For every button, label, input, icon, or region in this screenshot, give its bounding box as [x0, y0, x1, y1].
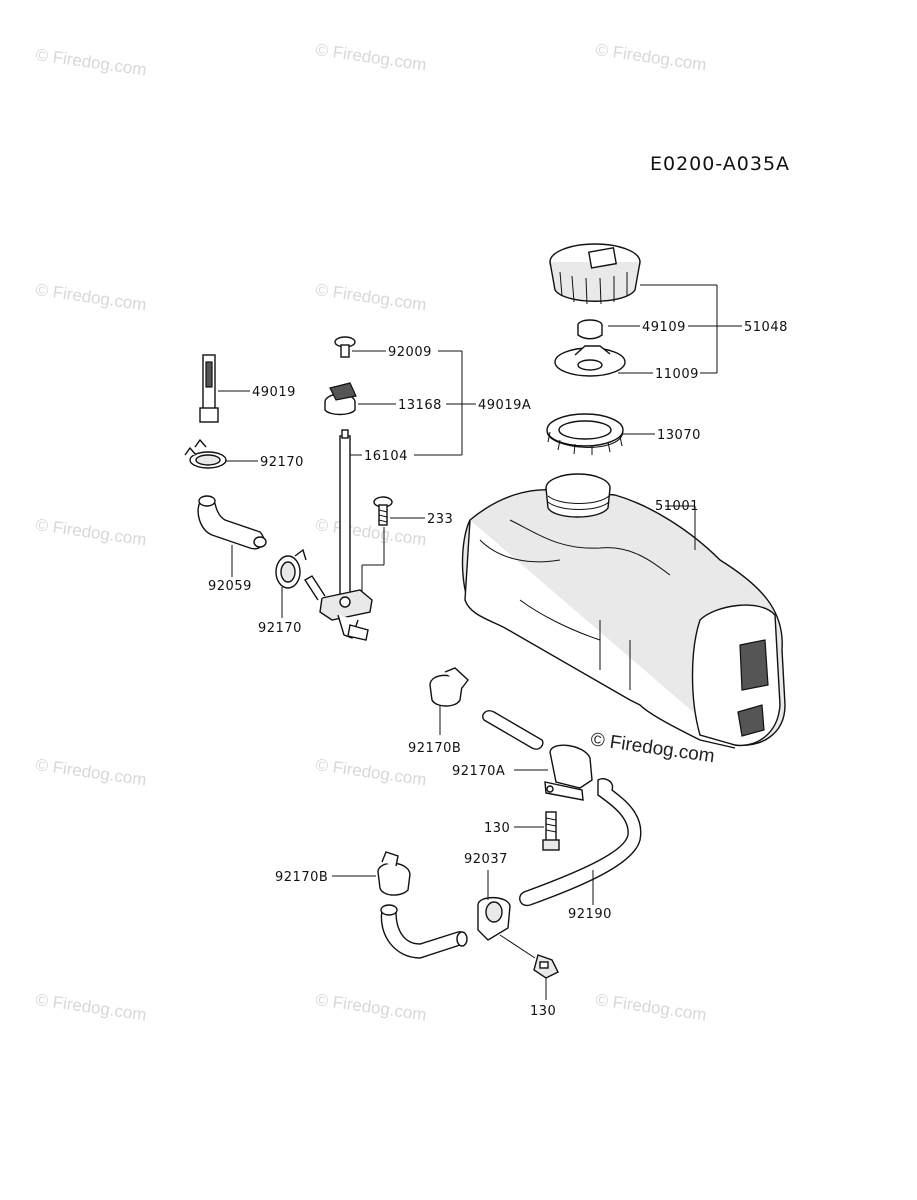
- part-label-92009: 92009: [388, 345, 432, 360]
- watermark: © Firedog.com: [314, 280, 427, 314]
- part-label-92059: 92059: [208, 579, 252, 594]
- part-label-92170-mid: 92170: [258, 621, 302, 636]
- watermark: © Firedog.com: [594, 40, 707, 74]
- diagram-code: E0200-A035A: [650, 153, 790, 175]
- cap-insert-icon: [577, 319, 603, 340]
- watermark: © Firedog.com: [314, 40, 427, 74]
- bolt-icon: [542, 811, 560, 851]
- watermark: © Firedog.com: [314, 515, 427, 549]
- part-label-11009: 11009: [655, 367, 699, 382]
- part-label-92170A: 92170A: [452, 764, 505, 779]
- hose-clip-icon: [477, 896, 511, 941]
- watermark: © Firedog.com: [34, 755, 147, 789]
- part-label-49109: 49109: [642, 320, 686, 335]
- fuel-pipe-icon: [339, 429, 351, 597]
- part-label-92190: 92190: [568, 907, 612, 922]
- elbow-hose-icon: [380, 904, 468, 959]
- part-label-49019A: 49019A: [478, 398, 531, 413]
- cap-gasket-icon: [554, 345, 626, 377]
- part-label-13070: 13070: [657, 428, 701, 443]
- fuel-hose-icon: [197, 495, 267, 550]
- screw-icon: [373, 496, 393, 526]
- hose-clamp-icon: [184, 438, 227, 469]
- part-label-13168: 13168: [398, 398, 442, 413]
- part-label-92170-top: 92170: [260, 455, 304, 470]
- fuel-cock-body-icon: [304, 575, 373, 641]
- watermark: © Firedog.com: [594, 990, 707, 1024]
- hose-segment-icon: [482, 710, 544, 750]
- fuel-cock-knob-icon: [324, 382, 357, 416]
- hose-clamp-icon: [377, 851, 411, 896]
- fuel-hose-long-icon: [519, 778, 642, 907]
- hose-bracket-icon: [544, 744, 593, 801]
- fuel-filter-icon: [199, 354, 219, 423]
- screw-icon: [334, 336, 356, 358]
- part-label-92170B-lower: 92170B: [275, 870, 328, 885]
- fuel-tank-icon: [461, 473, 786, 749]
- part-label-16104: 16104: [364, 449, 408, 464]
- part-label-51048: 51048: [744, 320, 788, 335]
- part-label-49019: 49019: [252, 385, 296, 400]
- part-label-51001: 51001: [655, 499, 699, 514]
- part-label-92170B-upper: 92170B: [408, 741, 461, 756]
- watermark: © Firedog.com: [314, 755, 427, 789]
- hose-clamp-icon: [275, 548, 307, 589]
- leader-line: [499, 934, 536, 959]
- watermark: © Firedog.com: [34, 45, 147, 79]
- watermark: © Firedog.com: [34, 990, 147, 1024]
- part-label-130-lower: 130: [530, 1004, 556, 1019]
- tank-ring-nut-icon: [546, 413, 624, 455]
- watermark: © Firedog.com: [34, 515, 147, 549]
- part-label-130-upper: 130: [484, 821, 510, 836]
- part-label-233: 233: [427, 512, 453, 527]
- bolt-icon: [533, 954, 559, 979]
- hose-clamp-icon: [429, 667, 469, 707]
- watermark: © Firedog.com: [314, 990, 427, 1024]
- fuel-cap-icon: [549, 243, 641, 305]
- part-label-92037: 92037: [464, 852, 508, 867]
- watermark: © Firedog.com: [34, 280, 147, 314]
